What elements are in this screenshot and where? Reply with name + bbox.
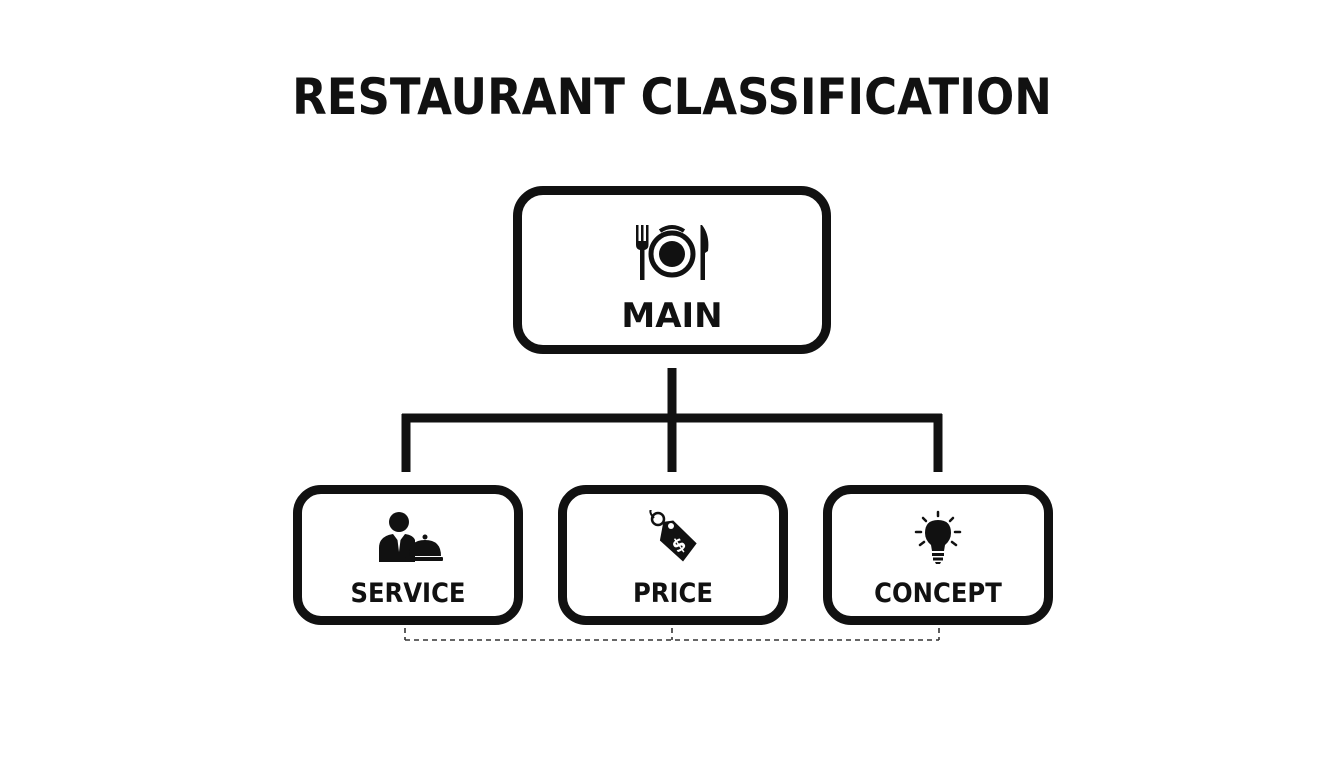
node-concept-label: CONCEPT — [874, 578, 1002, 609]
plate-fork-knife-icon — [636, 225, 709, 280]
diagram-title: RESTAURANT CLASSIFICATION — [292, 68, 1052, 126]
waiter-cloche-icon — [379, 512, 443, 562]
dashed-link — [404, 628, 940, 641]
node-main-label: MAIN — [621, 296, 723, 336]
node-main: MAIN — [513, 186, 831, 354]
node-price-label: PRICE — [632, 578, 713, 609]
node-concept: CONCEPT — [823, 485, 1053, 625]
node-service: SERVICE — [293, 485, 523, 625]
node-service-label: SERVICE — [350, 578, 466, 609]
node-price: $ PRICE — [558, 485, 788, 625]
price-tag-dollar-icon: $ — [649, 510, 697, 562]
light-bulb-icon — [914, 510, 962, 564]
